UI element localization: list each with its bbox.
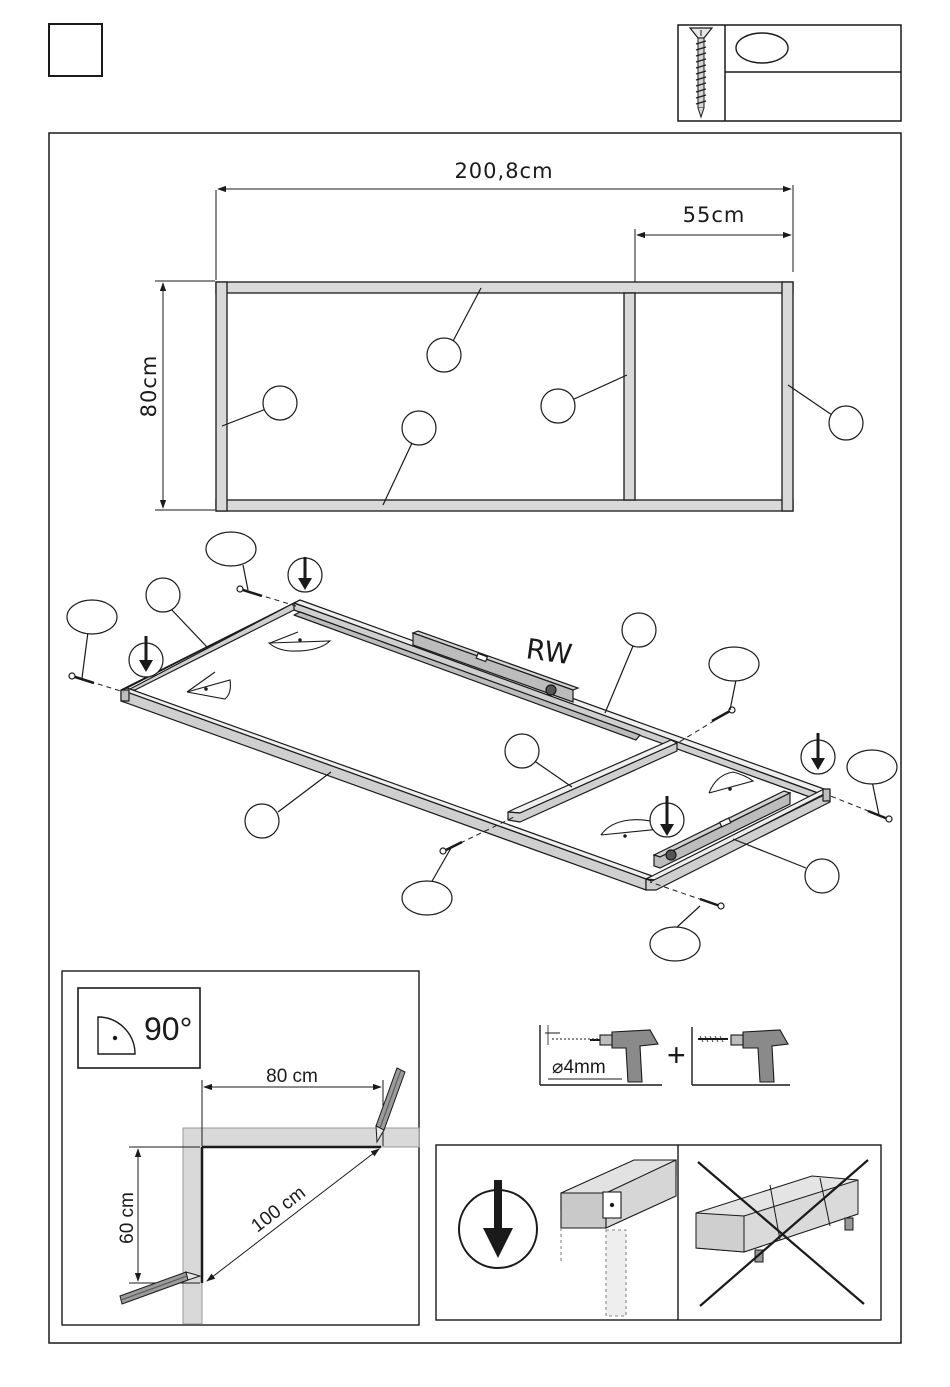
plan-right-board xyxy=(782,282,793,511)
part-callout xyxy=(505,734,539,768)
total-length-label: 200,8cm xyxy=(454,159,553,183)
part-callout xyxy=(245,804,279,838)
angle-label: 90° xyxy=(144,1011,192,1047)
side-b-label: 60 cm xyxy=(117,1192,138,1244)
part-callout xyxy=(146,578,180,612)
height-label: 80cm xyxy=(137,355,161,418)
plus-sign: + xyxy=(667,1037,686,1073)
plan-bottom-board xyxy=(216,500,793,511)
step-number-box xyxy=(49,24,102,76)
hardware-box xyxy=(678,25,901,121)
screw-callout xyxy=(67,600,117,634)
plan-left-board xyxy=(216,282,227,511)
section-length-label: 55cm xyxy=(683,203,746,227)
screw-callout xyxy=(847,750,897,784)
handling-panel xyxy=(436,1145,881,1320)
screw-callout xyxy=(206,532,256,566)
drill-bit-label: ⌀4mm xyxy=(552,1057,606,1078)
part-callout xyxy=(402,411,436,445)
part-id-oval xyxy=(736,33,788,63)
side-marker-label: RW xyxy=(524,632,574,671)
part-callout xyxy=(427,338,461,372)
screw-callout xyxy=(402,881,452,915)
down-arrow-icon xyxy=(288,557,322,592)
part-callout xyxy=(622,613,656,647)
part-callout xyxy=(263,386,297,420)
square-check-panel: 90° 80 cm 60 cm 100 cm xyxy=(62,971,419,1325)
part-callout xyxy=(805,859,839,893)
part-callout xyxy=(541,389,575,423)
screw-callout xyxy=(650,927,700,961)
plan-middle-board xyxy=(624,293,635,500)
part-callout xyxy=(829,406,863,440)
side-a-label: 80 cm xyxy=(266,1066,318,1087)
screw-callout xyxy=(709,647,759,681)
header xyxy=(49,24,901,121)
plan-top-board xyxy=(216,282,793,293)
